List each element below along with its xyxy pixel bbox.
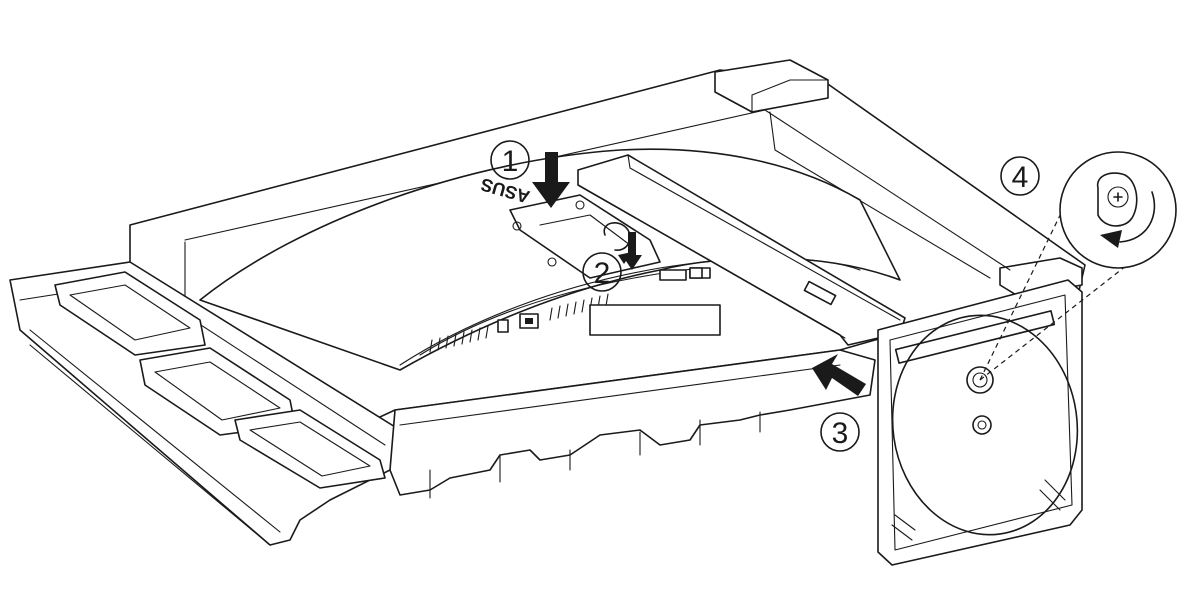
stand-base-plate [877, 279, 1083, 566]
step-2-number: 2 [594, 257, 611, 290]
step-1-number: 1 [502, 145, 519, 178]
step-1-label: 1 [490, 140, 530, 180]
step-1-arrow [532, 152, 570, 208]
step-4-number: 4 [1012, 161, 1029, 194]
step-2-label: 2 [582, 252, 622, 292]
thumbscrew-zoom-callout [979, 151, 1177, 381]
io-ports [497, 267, 721, 336]
step-3-number: 3 [832, 417, 849, 450]
step-2-arrow [622, 232, 642, 270]
step-3-label: 3 [820, 412, 860, 452]
monitor-rear-panel: ASUS [199, 148, 901, 371]
step-3-arrow [812, 354, 866, 396]
rotate-arrow-icon [1100, 230, 1122, 248]
vent-grille [429, 293, 609, 353]
stand-arm [509, 154, 906, 346]
step-4-label: 4 [1000, 156, 1040, 196]
